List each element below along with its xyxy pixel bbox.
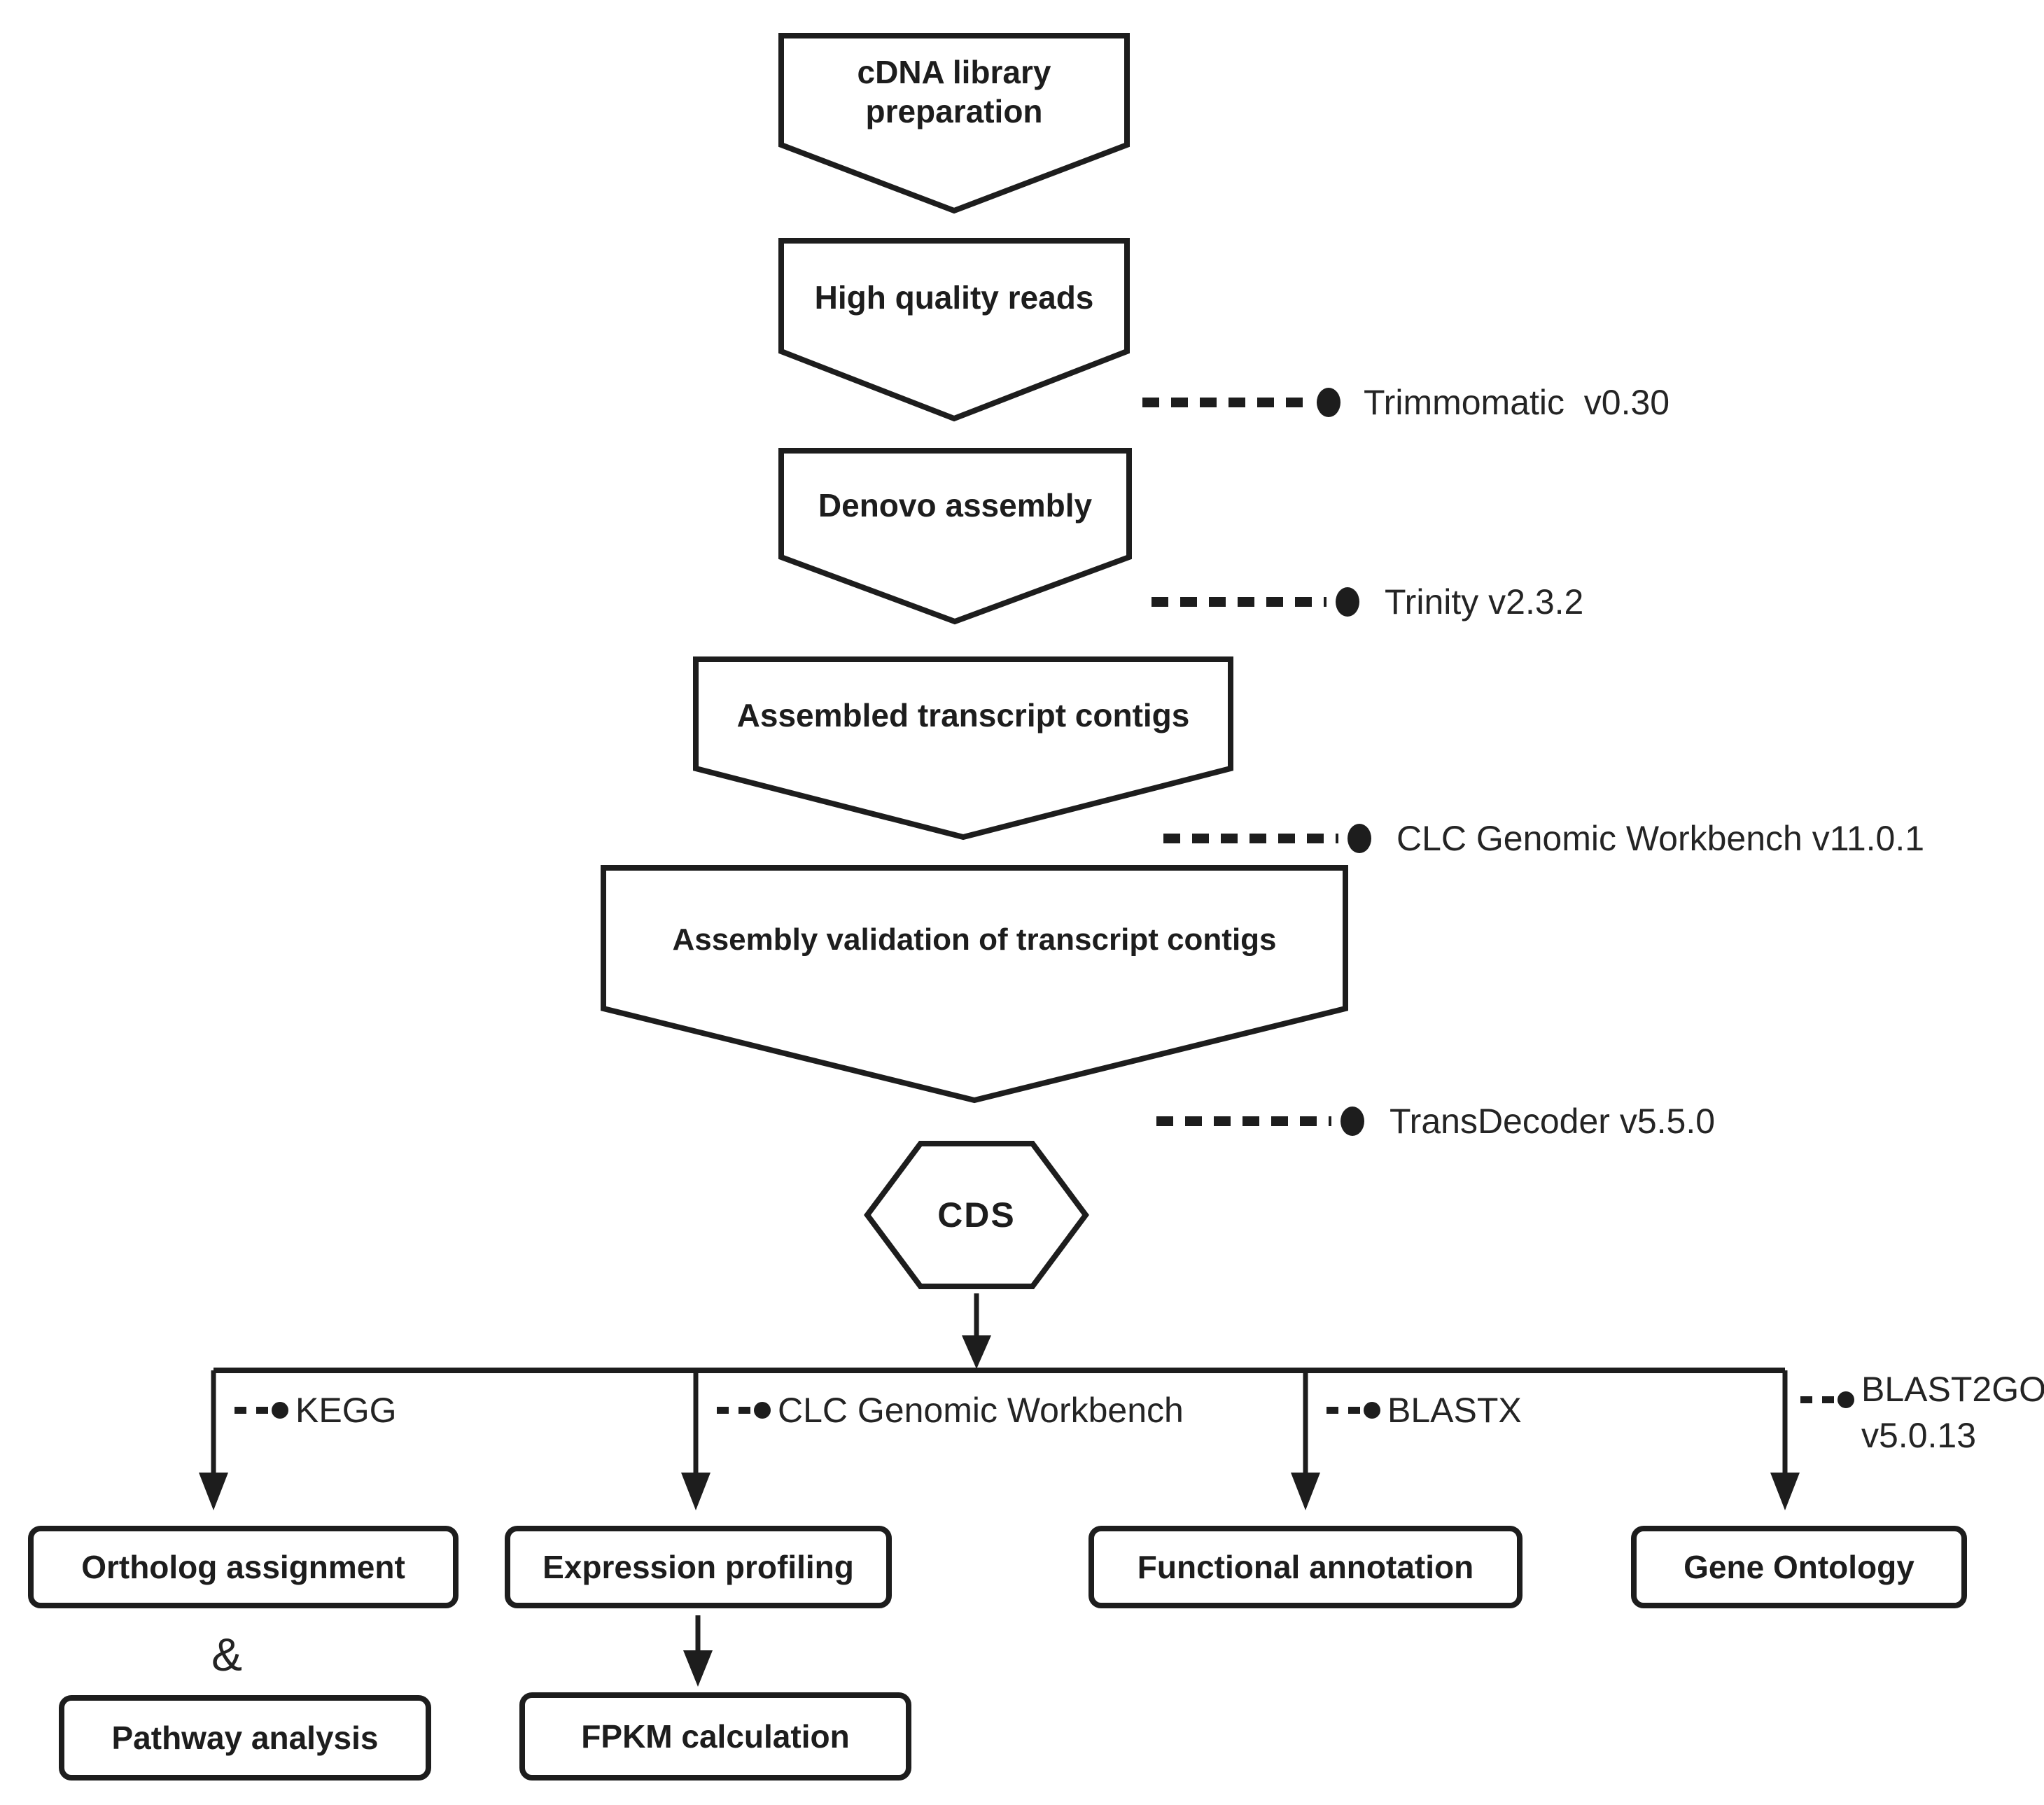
mini-dashed-arrow-clc (717, 1402, 771, 1419)
mini-dashed-arrow-blast2go (1800, 1391, 1854, 1408)
box-ortholog-assignment: Ortholog assignment (28, 1526, 458, 1608)
step-label-assembled-contigs: Assembled transcript contigs (696, 662, 1231, 768)
ampersand-join-label: & (211, 1629, 243, 1680)
branch-tool-label-kegg: KEGG (295, 1391, 397, 1430)
branch-tool-label-clc: CLC Genomic Workbench (778, 1391, 1184, 1430)
pentagon-assembled-contigs (693, 656, 1233, 841)
dashed-connector-transdecoder (1156, 1107, 1364, 1136)
step-label-high-quality-reads: High quality reads (781, 244, 1127, 351)
step-label-text: cDNA library preparation (857, 54, 1051, 129)
box-pathway-analysis: Pathway analysis (59, 1695, 431, 1781)
box-label-text: Ortholog assignment (81, 1549, 405, 1585)
arrow-cds-to-branch-line (962, 1293, 991, 1369)
tool-label-transdecoder: TransDecoder v5.5.0 (1390, 1102, 1716, 1141)
box-gene-ontology: Gene Ontology (1631, 1526, 1967, 1608)
dashed-connector-clc-workbench (1163, 824, 1371, 853)
pentagon-denovo-assembly (778, 448, 1132, 625)
step-label-text: High quality reads (814, 279, 1094, 316)
branch-arrow-ortholog (199, 1370, 228, 1510)
box-label-text: Expression profiling (542, 1549, 854, 1585)
box-label-text: FPKM calculation (581, 1718, 850, 1755)
box-functional-annotation: Functional annotation (1088, 1526, 1522, 1608)
tool-label-clc-workbench: CLC Genomic Workbench v11.0.1 (1396, 819, 1925, 858)
step-label-denovo-assembly: Denovo assembly (781, 454, 1129, 557)
dashed-connector-trinity (1152, 587, 1359, 617)
hexagon-cds (864, 1141, 1089, 1289)
box-label-text: Gene Ontology (1684, 1549, 1914, 1585)
dashed-connector-trimmomatic (1142, 388, 1340, 417)
box-expression-profiling: Expression profiling (505, 1526, 892, 1608)
branch-arrow-gene-ontology (1770, 1370, 1800, 1510)
branch-arrow-expression (681, 1370, 710, 1510)
step-label-cds: CDS (867, 1144, 1086, 1286)
box-label-text: Functional annotation (1137, 1549, 1474, 1585)
pentagon-assembly-validation (601, 865, 1348, 1104)
branch-tool-label-blast2go: BLAST2GO v5.0.13 (1861, 1370, 2044, 1455)
arrow-expression-to-fpkm (683, 1615, 713, 1687)
step-label-assembly-validation: Assembly validation of transcript contig… (603, 871, 1345, 1009)
mini-dashed-arrow-blastx (1326, 1402, 1380, 1419)
tool-label-trinity: Trinity v2.3.2 (1385, 582, 1584, 621)
step-label-text: CDS (937, 1195, 1016, 1235)
pentagon-cdna-library (778, 33, 1130, 214)
branch-tool-label-blastx: BLASTX (1387, 1391, 1522, 1430)
pentagon-high-quality-reads (778, 238, 1130, 422)
step-label-cdna-library: cDNA library preparation (781, 38, 1127, 145)
box-label-text: Pathway analysis (111, 1720, 379, 1756)
step-label-text: Denovo assembly (818, 487, 1093, 524)
branch-arrow-functional (1291, 1370, 1320, 1510)
tool-label-trimmomatic: Trimmomatic v0.30 (1364, 383, 1670, 422)
mini-dashed-arrow-kegg (234, 1402, 288, 1419)
step-label-text: Assembly validation of transcript contig… (672, 922, 1277, 957)
box-fpkm-calculation: FPKM calculation (519, 1692, 911, 1781)
step-label-text: Assembled transcript contigs (736, 697, 1190, 733)
